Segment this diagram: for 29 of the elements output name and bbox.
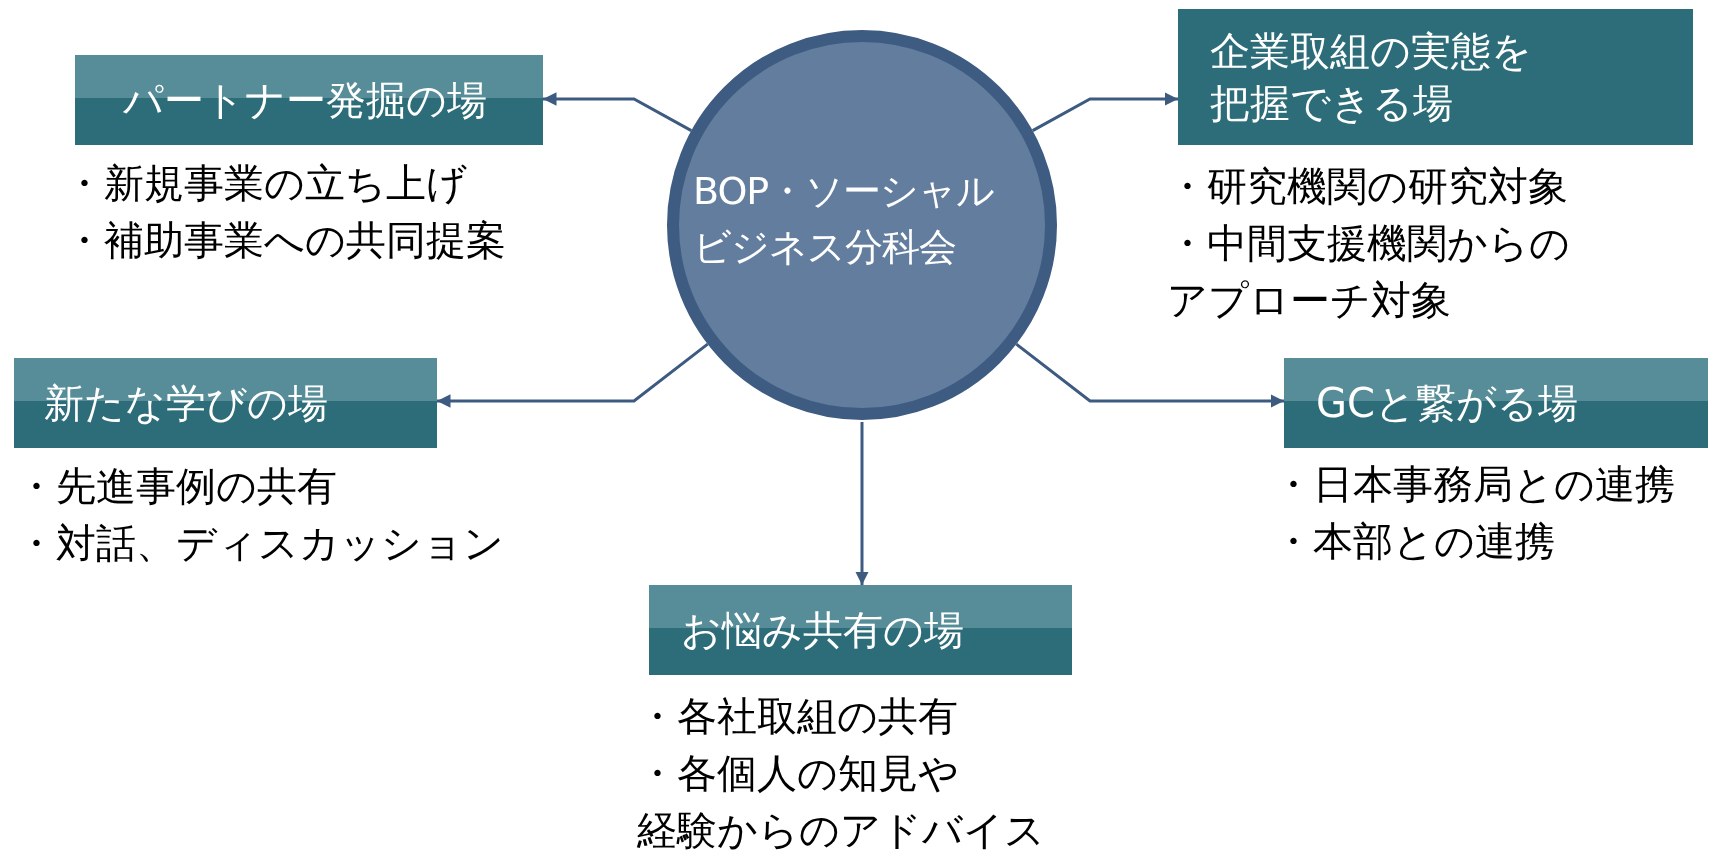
heading-box xyxy=(14,358,437,448)
bullet-text: ・先進事例の共有 xyxy=(16,462,337,511)
heading-text: お悩み共有の場 xyxy=(681,606,964,655)
heading-text: 企業取組の実態を把握できる場 xyxy=(1210,27,1533,128)
arrow xyxy=(1015,342,1284,408)
bullet-text: ・各個人の知見や xyxy=(637,749,959,798)
heading-box xyxy=(1178,9,1693,145)
heading-box xyxy=(649,585,1072,675)
bullet-text: ・対話、ディスカッション xyxy=(16,519,504,568)
bullet-text: ・日本事務局との連携 xyxy=(1273,460,1675,509)
arrow xyxy=(437,342,709,408)
bullet-text: ・補助事業への共同提案 xyxy=(64,216,506,265)
arrow xyxy=(855,422,869,585)
bullet-text: ・新規事業の立ち上げ xyxy=(64,159,467,208)
bullet-text: ・研究機関の研究対象 xyxy=(1167,162,1568,211)
topic-circle xyxy=(667,30,1057,420)
bullet-text: ・中間支援機関からの xyxy=(1167,219,1570,268)
heading-box xyxy=(1284,358,1708,448)
heading-text: 新たな学びの場 xyxy=(44,379,328,428)
heading-text: GCと繋がる場 xyxy=(1316,379,1578,428)
arrow xyxy=(543,92,693,132)
bullet-text: ・本部との連携 xyxy=(1273,517,1555,566)
bullet-text: ・各社取組の共有 xyxy=(637,692,958,741)
arrow xyxy=(1031,92,1178,132)
bullet-text: 経験からのアドバイス xyxy=(637,806,1045,852)
heading-box xyxy=(75,55,543,145)
topic-label: BOP・ソーシャルビジネス分科会 xyxy=(693,168,996,271)
bullet-text: アプローチ対象 xyxy=(1167,276,1451,325)
heading-text: パートナー発掘の場 xyxy=(123,76,487,125)
